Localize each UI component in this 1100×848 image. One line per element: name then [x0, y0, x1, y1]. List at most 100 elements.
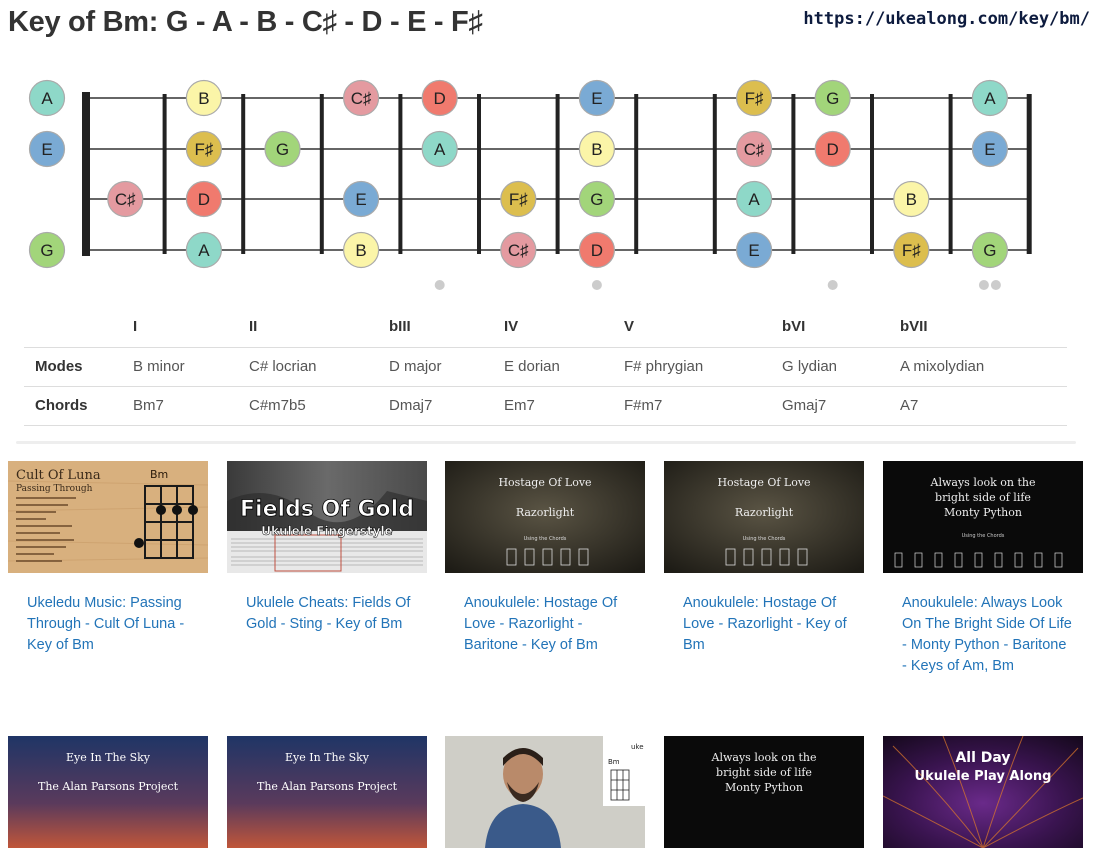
fret-marker-dot: [591, 280, 602, 290]
video-thumbnail[interactable]: Hostage Of Love Razorlight Using the Cho…: [445, 461, 645, 573]
thumbnail-hostage-of-love: Hostage Of Love Razorlight Using the Cho…: [664, 461, 864, 573]
note-label: F♯: [745, 89, 764, 108]
video-thumbnail[interactable]: Eye In The Sky The Alan Parsons Project: [227, 736, 427, 848]
table-row: Chords Bm7 C#m7b5 Dmaj7 Em7 F#m7 Gmaj7 A…: [24, 386, 1067, 426]
table-header-cell: [24, 307, 133, 348]
video-thumbnail[interactable]: Always look on the bright side of life M…: [883, 461, 1083, 573]
page-url-link[interactable]: https://ukealong.com/key/bm/: [803, 9, 1090, 29]
thumbnail-hostage-of-love-baritone: Hostage Of Love Razorlight Using the Cho…: [445, 461, 645, 573]
fret-line: [241, 94, 246, 254]
table-cell: F#m7: [624, 386, 782, 426]
note-label: D: [827, 140, 839, 159]
note-label: C♯: [115, 190, 136, 209]
note-label: E: [984, 140, 995, 159]
table-cell: C#m7b5: [249, 386, 389, 426]
table-cell: Dmaj7: [389, 386, 504, 426]
thumb-text: Monty Python: [944, 506, 1022, 519]
fret-line: [555, 94, 560, 254]
video-thumbnail[interactable]: uke at home Bm: [445, 736, 645, 848]
fret-line: [791, 94, 796, 254]
note-label: F♯: [194, 140, 213, 159]
fret-line: [948, 94, 953, 254]
video-thumbnail[interactable]: All Day Ukulele Play Along: [883, 736, 1083, 848]
note-label: E: [355, 190, 366, 209]
thumb-text: Eye In The Sky: [66, 751, 151, 764]
video-title-link[interactable]: Ukulele Cheats: Fields Of Gold - Sting -…: [246, 595, 411, 632]
table-cell: D major: [389, 347, 504, 387]
fret-line: [712, 94, 717, 254]
thumbnail-eye-in-the-sky: Eye In The Sky The Alan Parsons Project: [227, 736, 427, 848]
note-label: G: [590, 190, 603, 209]
video-thumbnail[interactable]: Cult Of Luna Passing Through Bm: [8, 461, 208, 573]
video-title-link[interactable]: Anoukulele: Always Look On The Bright Si…: [902, 595, 1072, 674]
note-marker: [264, 130, 301, 168]
thumb-text: uke at home: [631, 743, 645, 751]
note-label: A: [984, 89, 996, 108]
note-marker: [971, 231, 1009, 269]
thumb-text: Using the Chords: [962, 533, 1005, 539]
note-label: B: [906, 190, 917, 209]
table-cell: A7: [900, 386, 1067, 426]
thumbnail-fields-of-gold: Fields Of Gold Ukulele Fingerstyle: [227, 461, 427, 573]
note-label: B: [355, 241, 366, 260]
video-title-link[interactable]: Anoukulele: Hostage Of Love - Razorlight…: [464, 595, 618, 653]
note-marker: [735, 180, 773, 218]
video-thumbnail[interactable]: Fields Of Gold Ukulele Fingerstyle: [227, 461, 427, 573]
note-label: F♯: [509, 190, 528, 209]
note-label: D: [434, 89, 446, 108]
table-header-cell: V: [624, 307, 782, 348]
note-marker: [421, 79, 458, 117]
thumb-text: Hostage Of Love: [717, 476, 810, 489]
video-title-link[interactable]: Ukeledu Music: Passing Through - Cult Of…: [27, 595, 185, 653]
video-thumbnail[interactable]: Hostage Of Love Razorlight Using the Cho…: [664, 461, 864, 573]
row-label-modes: Modes: [24, 347, 133, 387]
video-title-link[interactable]: Anoukulele: Hostage Of Love - Razorlight…: [683, 595, 847, 653]
thumb-text: Cult Of Luna: [16, 468, 101, 483]
note-marker: [421, 130, 458, 168]
table-header-cell: bVI: [782, 307, 900, 348]
fret-line: [634, 94, 639, 254]
thumb-text: Monty Python: [725, 781, 803, 794]
thumb-text: Fields Of Gold: [240, 497, 414, 522]
note-label: E: [591, 89, 602, 108]
thumb-text: bright side of life: [716, 766, 812, 779]
table-cell: Gmaj7: [782, 386, 900, 426]
note-label: A: [434, 140, 446, 159]
thumb-text: The Alan Parsons Project: [38, 780, 179, 793]
note-label: A: [41, 89, 53, 108]
video-thumbnail[interactable]: Eye In The Sky The Alan Parsons Project: [8, 736, 208, 848]
fret-line: [477, 94, 481, 254]
thumb-text: Always look on the: [711, 751, 817, 764]
row-label-chords: Chords: [24, 386, 133, 426]
note-marker: [500, 180, 537, 218]
note-marker: [578, 130, 616, 168]
note-marker: [814, 130, 851, 168]
thumb-text: Hostage Of Love: [498, 476, 591, 489]
thumb-text: Eye In The Sky: [285, 751, 370, 764]
fret-marker-dot: [978, 280, 989, 290]
thumb-text: The Alan Parsons Project: [257, 780, 398, 793]
thumb-text: Always look on the: [930, 476, 1036, 489]
page-header: Key of Bm: G - A - B - C♯ - D - E - F♯ h…: [0, 0, 1100, 50]
table-cell: B minor: [133, 347, 249, 387]
note-marker: [578, 79, 616, 117]
table-header-cell: bVII: [900, 307, 1067, 348]
fret-line: [319, 94, 324, 254]
thumb-text: bright side of life: [935, 491, 1031, 504]
thumbnail-always-look-on-the-bright-side: Always look on the bright side of life M…: [664, 736, 864, 848]
note-marker: [28, 130, 66, 168]
table-cell: G lydian: [782, 347, 900, 387]
thumbnail-always-look-on-the-bright-side: Always look on the bright side of life M…: [883, 461, 1083, 573]
thumb-text: Using the Chords: [743, 536, 786, 542]
note-label: A: [748, 190, 760, 209]
thumbnail-eye-in-the-sky: Eye In The Sky The Alan Parsons Project: [8, 736, 208, 848]
table-header-cell: II: [249, 307, 389, 348]
note-marker: [185, 130, 222, 168]
nut: [82, 92, 90, 256]
video-thumbnail[interactable]: Always look on the bright side of life M…: [664, 736, 864, 848]
table-header-cell: I: [133, 307, 249, 348]
note-marker: [343, 231, 380, 269]
thumb-text: Razorlight: [516, 506, 575, 519]
note-marker: [578, 231, 616, 269]
